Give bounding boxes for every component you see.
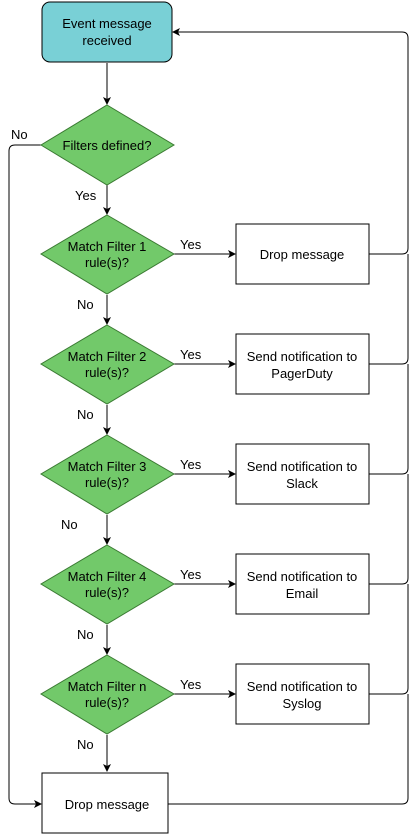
decision-filter-4-line2: rule(s)? [85, 585, 129, 600]
process-pagerduty: Send notification to PagerDuty [235, 333, 370, 395]
decision-filter-n-line2: rule(s)? [85, 695, 129, 710]
start-node-shape [41, 1, 173, 63]
process-slack-line2: Slack [286, 476, 318, 491]
process-email: Send notification to Email [235, 553, 370, 615]
decision-filters-defined: Filters defined? [40, 104, 175, 186]
process-pagerduty-shape [235, 333, 370, 395]
decision-filter-2-line1: Match Filter 2 [68, 349, 147, 364]
decision-filter-1-line1: Match Filter 1 [68, 239, 147, 254]
process-syslog-line2: Syslog [282, 696, 321, 711]
decision-filter-n-shape [40, 654, 175, 735]
label-f4-yes: Yes [180, 567, 202, 582]
edge-labels: No Yes Yes No Yes No Yes No Yes No Yes N… [11, 127, 202, 752]
label-f2-yes: Yes [180, 347, 202, 362]
process-email-shape [235, 553, 370, 615]
label-yes-filters: Yes [75, 188, 97, 203]
process-drop-message-final-text: Drop message [65, 797, 150, 812]
process-email-line2: Email [286, 586, 319, 601]
start-node-line2: received [82, 33, 131, 48]
process-drop-message-text: Drop message [260, 247, 345, 262]
decision-filter-2-shape [40, 324, 175, 405]
edge-return-syslog [369, 584, 409, 695]
edge-return-email [369, 474, 409, 585]
process-email-line1: Send notification to [247, 569, 358, 584]
edge-return-slack [369, 364, 409, 475]
label-f4-no: No [77, 627, 94, 642]
label-f2-no: No [77, 407, 94, 422]
edge-return-drop [168, 694, 409, 805]
start-node: Event message received [41, 1, 173, 63]
label-f3-yes: Yes [180, 457, 202, 472]
decision-filter-4-shape [40, 544, 175, 625]
decision-filter-1: Match Filter 1 rule(s)? [40, 214, 175, 295]
decision-filter-4-line1: Match Filter 4 [68, 569, 147, 584]
label-no-filters: No [11, 127, 28, 142]
process-slack: Send notification to Slack [235, 443, 370, 505]
label-f1-no: No [77, 297, 94, 312]
process-syslog-line1: Send notification to [247, 679, 358, 694]
process-drop-message: Drop message [235, 223, 370, 285]
decision-filter-3: Match Filter 3 rule(s)? [40, 434, 175, 515]
decision-filter-2: Match Filter 2 rule(s)? [40, 324, 175, 405]
start-node-line1: Event message [62, 16, 152, 31]
decision-filter-1-line2: rule(s)? [85, 255, 129, 270]
label-fn-no: No [77, 737, 94, 752]
edge-return-rail [172, 28, 409, 255]
decision-filters-defined-text: Filters defined? [63, 138, 152, 153]
label-f3-no: No [61, 517, 78, 532]
process-slack-line1: Send notification to [247, 459, 358, 474]
decision-filters-defined-shape [40, 104, 175, 186]
process-drop-message-final-shape [41, 772, 169, 834]
process-drop-message-final: Drop message [41, 772, 169, 834]
process-pagerduty-line1: Send notification to [247, 349, 358, 364]
decision-filter-4: Match Filter 4 rule(s)? [40, 544, 175, 625]
label-f1-yes: Yes [180, 237, 202, 252]
process-syslog: Send notification to Syslog [235, 663, 370, 725]
process-slack-shape [235, 443, 370, 505]
process-syslog-shape [235, 663, 370, 725]
decision-filter-1-shape [40, 214, 175, 295]
edges [8, 28, 409, 808]
decision-filter-3-shape [40, 434, 175, 515]
decision-filter-n-line1: Match Filter n [68, 679, 147, 694]
decision-filter-3-line2: rule(s)? [85, 475, 129, 490]
process-pagerduty-line2: PagerDuty [271, 366, 333, 381]
decision-filter-3-line1: Match Filter 3 [68, 459, 147, 474]
decision-filter-2-line2: rule(s)? [85, 365, 129, 380]
label-fn-yes: Yes [180, 677, 202, 692]
edge-return-pagerduty [369, 254, 409, 365]
decision-filter-n: Match Filter n rule(s)? [40, 654, 175, 735]
edge-filters-no [8, 144, 42, 808]
process-drop-message-shape [235, 223, 370, 285]
